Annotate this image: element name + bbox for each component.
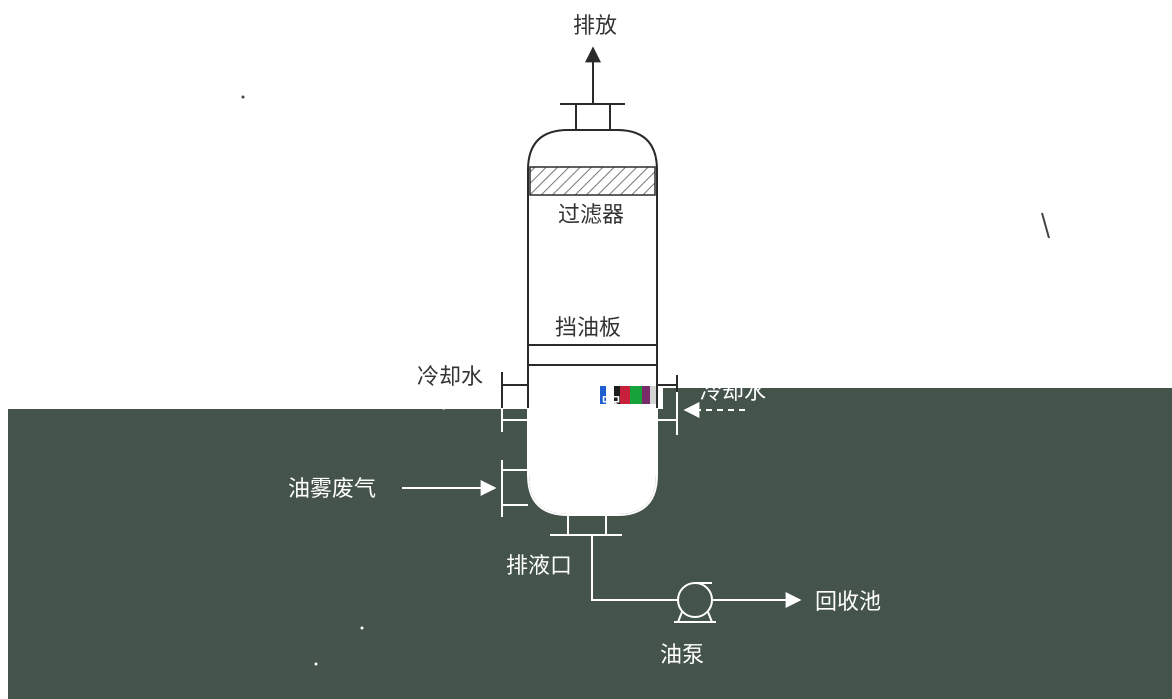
coolant-inlet-nozzle (657, 375, 678, 392)
stray-mark (1041, 212, 1050, 239)
coolant-outlet-nozzle-lower (501, 408, 528, 432)
speck (360, 626, 364, 630)
speck (241, 95, 245, 99)
condenser-label: 冷凝器 (556, 395, 622, 420)
inlet-label: 油雾废气 (288, 477, 376, 502)
coolant-out-label: 冷却水 (417, 365, 483, 390)
drain-label: 排液口 (506, 554, 572, 579)
recovery-label: 回收池 (815, 590, 881, 615)
glitch-artifact (600, 386, 656, 404)
exhaust-outlet (560, 46, 625, 130)
speck (314, 662, 318, 666)
baffle-label: 挡油板 (555, 316, 621, 341)
overlay-notch (8, 388, 663, 409)
vessel-lower-outline (527, 408, 658, 516)
filter-label: 过滤器 (558, 203, 624, 228)
oil-pump-symbol (674, 582, 716, 623)
coolant-inlet-nozzle-lower (657, 392, 678, 435)
filter-media (529, 166, 656, 196)
gas-inlet-nozzle (501, 460, 528, 517)
exhaust-label: 排放 (573, 14, 617, 39)
coolant-outlet-nozzle (501, 372, 528, 408)
drain-outlet (550, 515, 678, 601)
coolant-in-label: 冷却水 (700, 380, 766, 405)
pump-label: 油泵 (660, 643, 704, 668)
